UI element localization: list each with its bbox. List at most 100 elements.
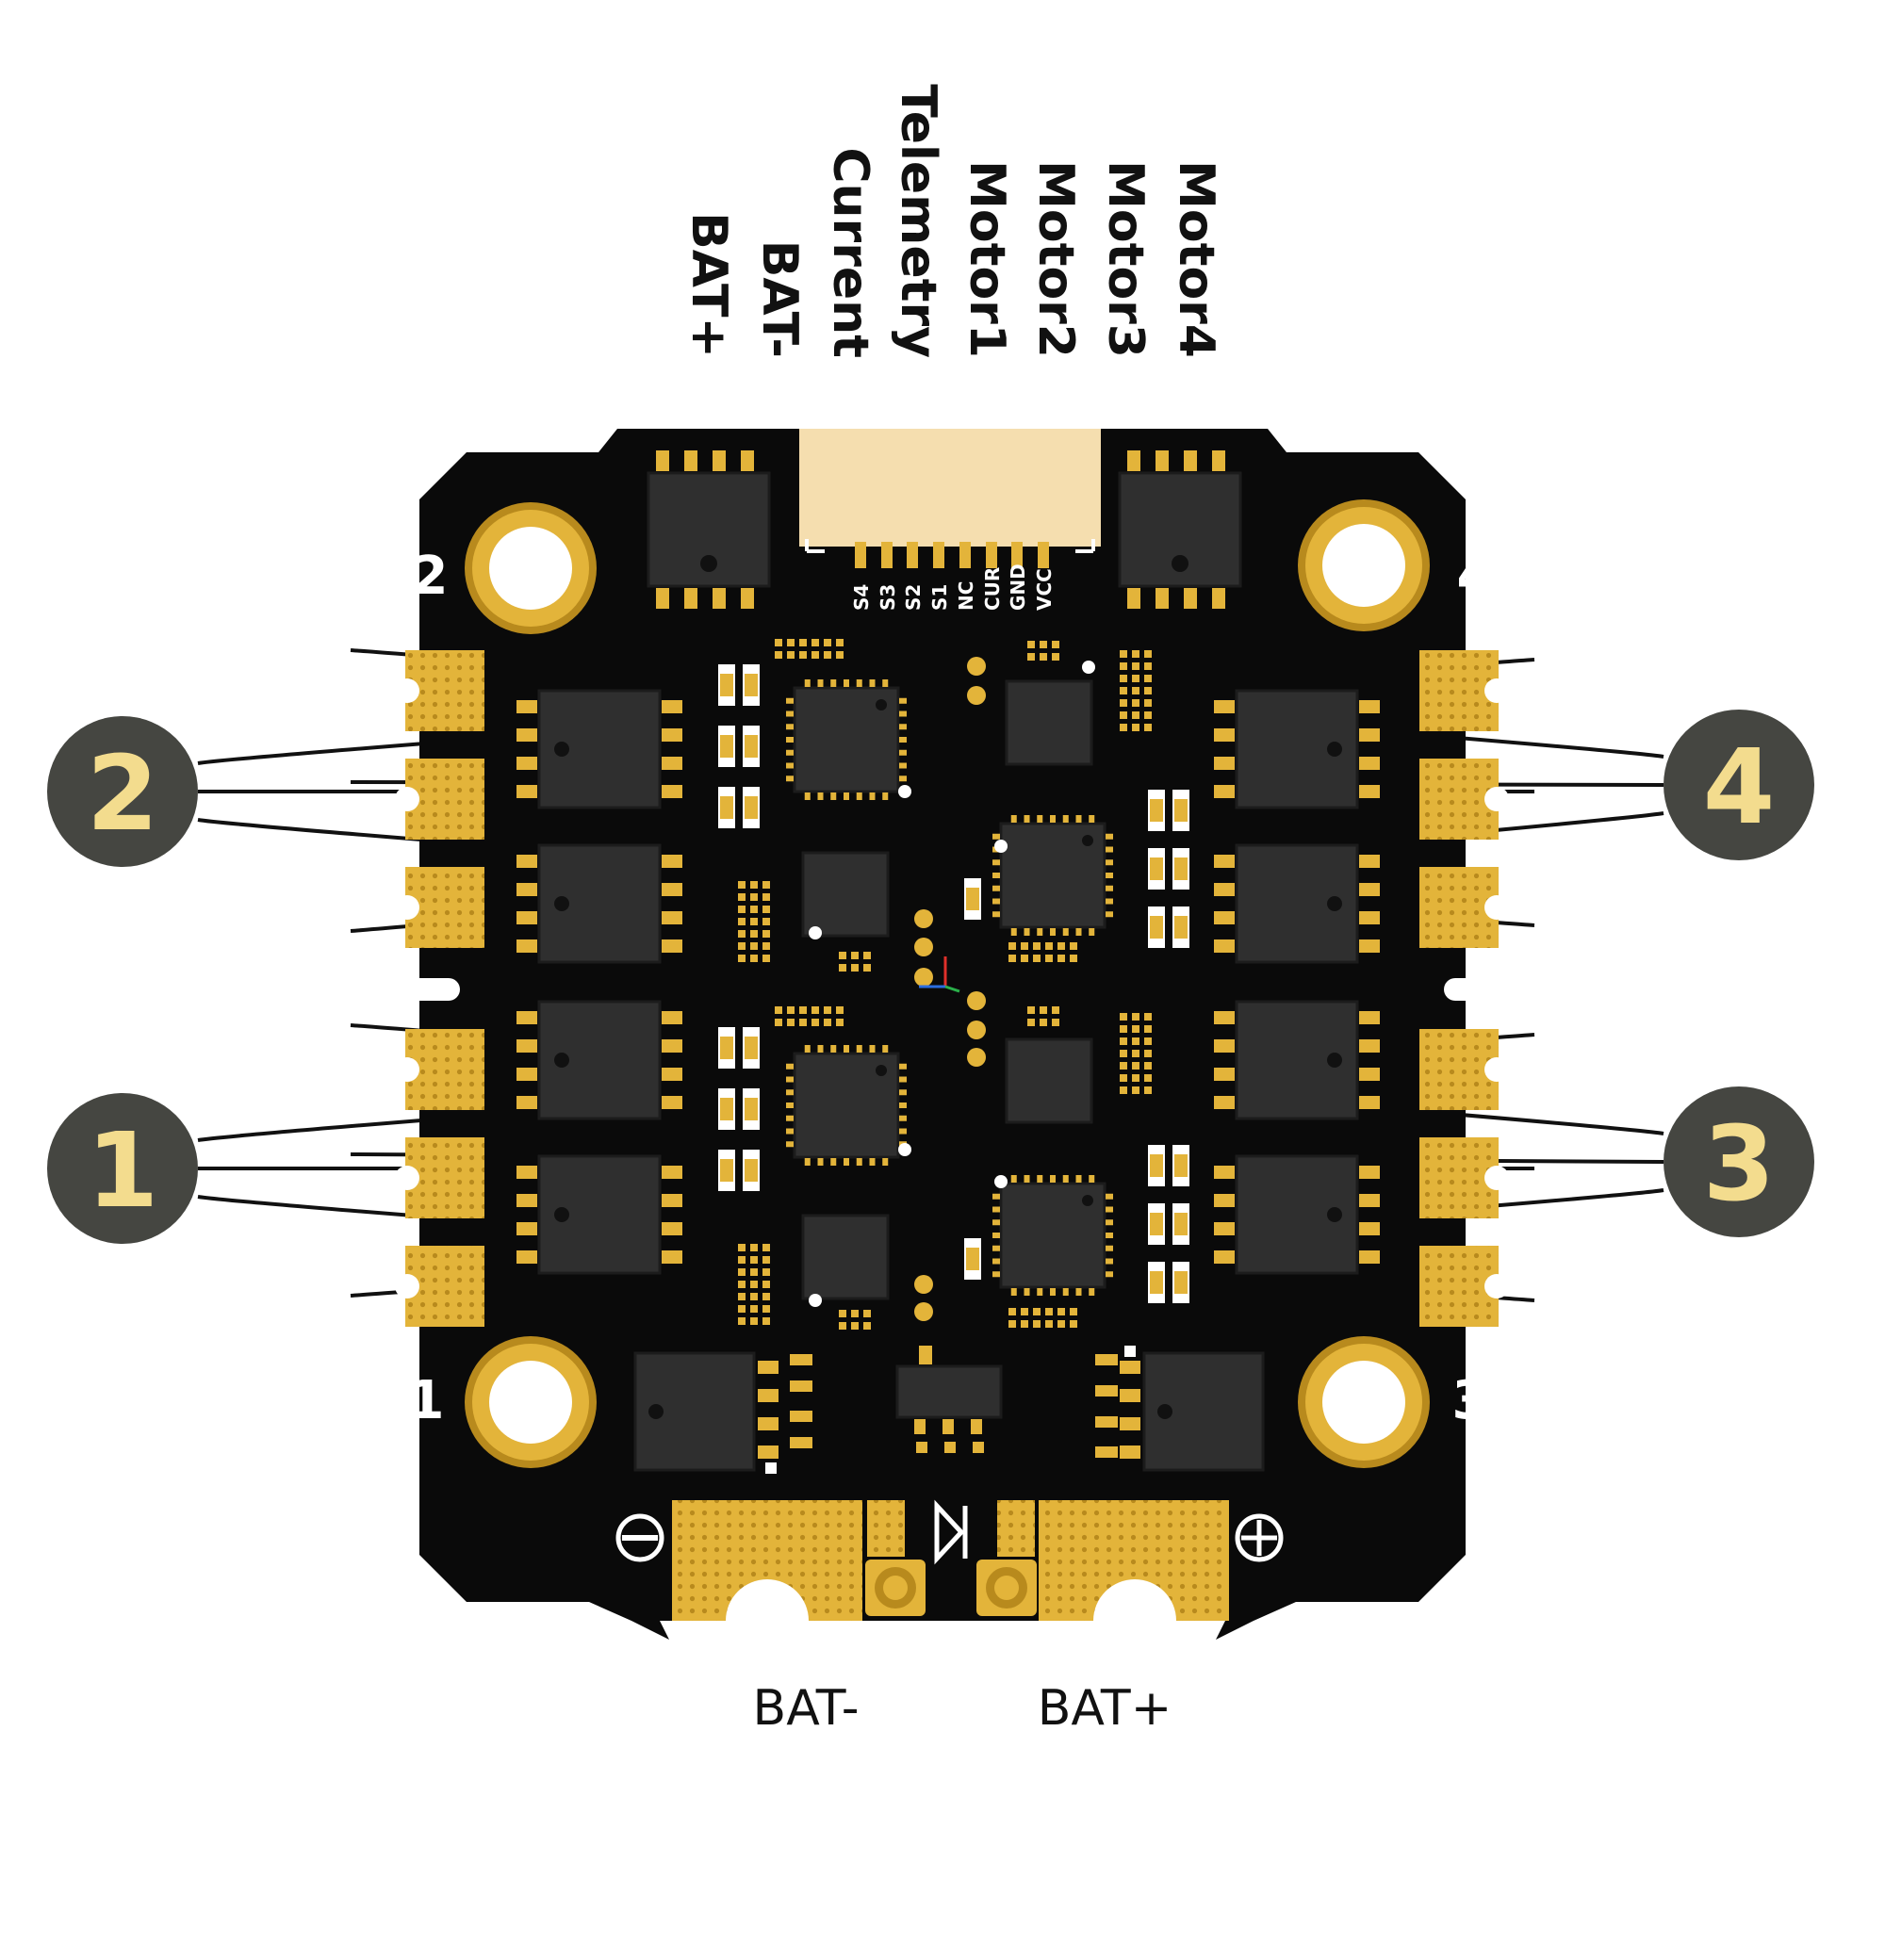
connector-label-2: Current (822, 147, 878, 358)
capacitor (743, 664, 760, 706)
resistor (790, 1380, 812, 1392)
mounting-holes (465, 499, 1430, 1468)
mosfet-chip (516, 1154, 682, 1275)
capacitor (1172, 848, 1189, 890)
motor-badge-upper-right: 4 (1664, 710, 1814, 860)
passive-array (1120, 650, 1152, 731)
mosfet-chip (1214, 843, 1380, 964)
bat-positive-label: BAT+ (1038, 1680, 1172, 1737)
connector-pin (959, 542, 971, 568)
small-ic (801, 851, 890, 938)
driver-ic (786, 1045, 907, 1166)
capacitor (743, 1027, 760, 1069)
bat-negative-label: BAT- (753, 1680, 860, 1737)
motor-badge-upper-right-label: 4 (1703, 727, 1776, 847)
capacitor (964, 1238, 981, 1280)
capacitor (718, 787, 735, 828)
power-chip (1118, 450, 1242, 609)
resistor (790, 1437, 812, 1448)
connector-label-5: Motor2 (1027, 160, 1084, 358)
connector-pin (907, 542, 918, 568)
capacitor (718, 1088, 735, 1130)
pin-label-0: S4 (850, 584, 873, 611)
motor-badge-lower-right-label: 3 (1703, 1103, 1776, 1224)
capacitor (1172, 1203, 1189, 1245)
capacitor (1148, 906, 1165, 948)
mosfet-chip (1214, 689, 1380, 809)
driver-ic (992, 1175, 1113, 1296)
test-point (914, 909, 933, 928)
motor-badge-lower-right: 3 (1664, 1086, 1814, 1237)
test-point (914, 938, 933, 956)
capacitor (964, 878, 981, 920)
capacitor (1148, 1203, 1165, 1245)
passive-array (775, 1006, 844, 1026)
corner-number-top-left: 2 (412, 546, 449, 607)
small-ic (1005, 1037, 1093, 1124)
mosfet-chip (516, 843, 682, 964)
capacitor (718, 664, 735, 706)
passive-array (1027, 641, 1059, 661)
power-chip (633, 1351, 779, 1472)
passive-array (1027, 1006, 1059, 1026)
minus-circle-icon (615, 1513, 664, 1562)
mosfet-chip (516, 1000, 682, 1120)
corner-number-bottom-right: 3 (1452, 1370, 1489, 1431)
driver-ic (786, 679, 907, 800)
pin-label-2: S2 (902, 584, 925, 611)
test-point (914, 1302, 933, 1321)
pin-label-5: CUR (981, 567, 1004, 611)
capacitor (1148, 848, 1165, 890)
mounting-hole (1298, 499, 1430, 631)
corner-number-bottom-left: 1 (408, 1370, 445, 1431)
corner-number-top-right: 4 (1457, 546, 1494, 607)
test-point (914, 1275, 933, 1294)
test-point (967, 657, 986, 676)
diode-icon (934, 1499, 968, 1565)
power-pads (672, 1500, 1229, 1621)
pin-label-6: GND (1007, 564, 1029, 611)
capacitor (718, 1027, 735, 1069)
capacitor (743, 726, 760, 767)
resistor (1095, 1446, 1118, 1458)
connector-pin (855, 542, 866, 568)
small-ic (1005, 679, 1093, 766)
connector-label-1: BAT- (751, 240, 808, 358)
motor-badge-upper-left-label: 2 (87, 733, 159, 854)
passive-array (775, 639, 844, 659)
capacitor (718, 1150, 735, 1191)
capacitor (743, 787, 760, 828)
test-point (967, 991, 986, 1010)
pin-label-3: S1 (928, 584, 951, 611)
mosfet-chip (1214, 1154, 1380, 1275)
passive-array (1008, 1308, 1077, 1328)
mounting-hole (465, 1336, 597, 1468)
connector-label-7: Motor4 (1168, 160, 1224, 358)
axis-marker (919, 956, 960, 993)
test-point (967, 1048, 986, 1067)
passive-array (738, 881, 770, 962)
resistor (790, 1354, 812, 1365)
capacitor (743, 1150, 760, 1191)
test-point (914, 968, 933, 987)
motor-badge-upper-left: 2 (47, 716, 198, 867)
mosfet-chip (1214, 1000, 1380, 1120)
small-ic (801, 1214, 890, 1300)
connector-label-3: Telemetry (890, 84, 946, 358)
driver-ic (992, 815, 1113, 936)
capacitor (1148, 1262, 1165, 1303)
resistor (1095, 1416, 1118, 1428)
mounting-hole (1298, 1336, 1430, 1468)
passive-array (738, 1244, 770, 1325)
pin-label-4: NC (955, 581, 977, 611)
capacitor (718, 726, 735, 767)
test-point (967, 1021, 986, 1039)
resistor (1095, 1385, 1118, 1396)
pin-label-7: VCC (1033, 568, 1056, 611)
signal-connector (799, 429, 1101, 553)
motor-badge-lower-left: 1 (47, 1093, 198, 1244)
motor-pads (395, 650, 1509, 1327)
resistor (790, 1411, 812, 1422)
